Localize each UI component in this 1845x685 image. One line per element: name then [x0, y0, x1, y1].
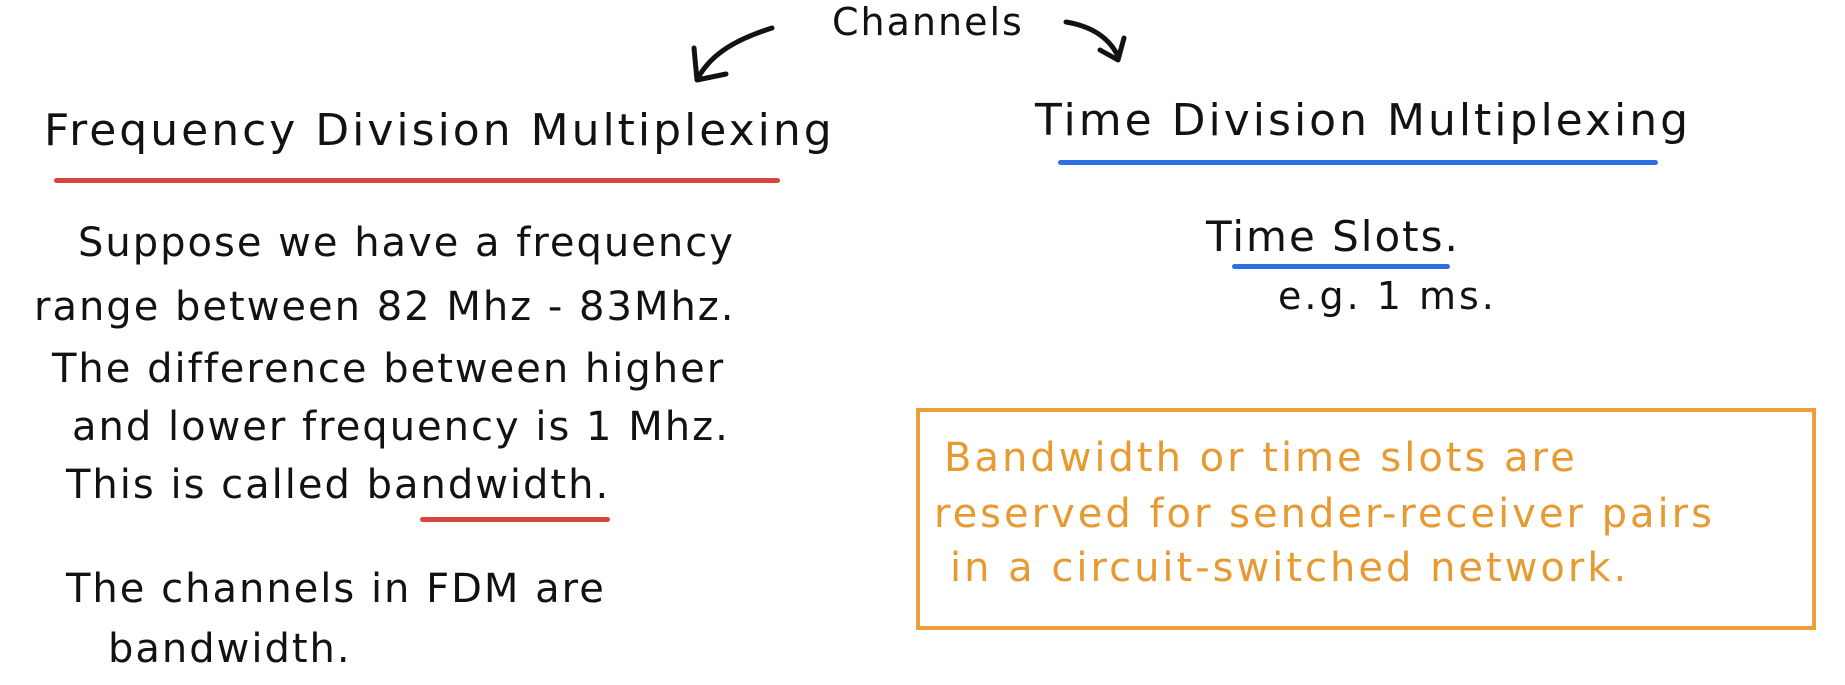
fdm-heading: Frequency Division Multiplexing [44, 105, 835, 156]
fdm-line-5: This is called bandwidth. [66, 462, 611, 508]
time-slots-label: Time Slots. [1206, 212, 1460, 261]
arrow-left-icon [691, 25, 775, 83]
callout-line-3: in a circuit-switched network. [950, 545, 1630, 591]
callout-line-1: Bandwidth or time slots are [944, 435, 1578, 481]
fdm-line-3: The difference between higher [52, 346, 726, 392]
time-slot-example: e.g. 1 ms. [1278, 274, 1497, 318]
fdm-line-2: range between 82 Mhz - 83Mhz. [34, 284, 736, 330]
arrow-right-icon [1063, 19, 1127, 63]
channels-title: Channels [832, 0, 1024, 44]
fdm-line-1: Suppose we have a frequency [78, 220, 735, 266]
fdm-line-7: bandwidth. [108, 626, 352, 672]
time-slots-underline [1232, 264, 1450, 269]
tdm-heading: Time Division Multiplexing [1035, 95, 1692, 146]
bandwidth-underline [420, 517, 610, 522]
callout-box [916, 408, 1816, 630]
fdm-line-6: The channels in FDM are [66, 566, 606, 612]
callout-line-2: reserved for sender-receiver pairs [934, 491, 1715, 537]
fdm-line-4: and lower frequency is 1 Mhz. [72, 404, 730, 450]
fdm-heading-underline [54, 178, 780, 183]
tdm-heading-underline [1058, 160, 1658, 165]
